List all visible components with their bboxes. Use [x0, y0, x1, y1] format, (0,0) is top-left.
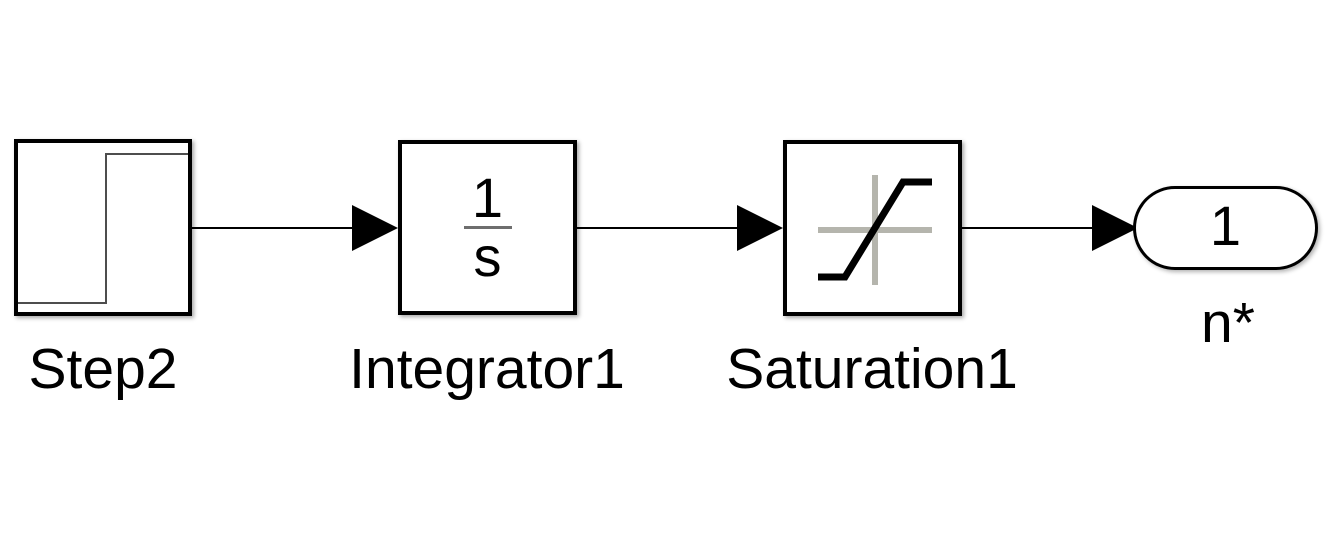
- block-saturation1[interactable]: [783, 140, 962, 316]
- block-integrator1[interactable]: 1 s: [398, 140, 577, 315]
- wire-line: [962, 227, 1102, 229]
- step-waveform-icon: [18, 153, 188, 304]
- block-label-outport[interactable]: n*: [1201, 291, 1255, 355]
- arrowhead-icon: [1092, 205, 1138, 251]
- block-label-step2[interactable]: Step2: [28, 337, 178, 401]
- block-label-saturation1[interactable]: Saturation1: [726, 337, 1018, 401]
- outport-block[interactable]: 1: [1133, 186, 1318, 270]
- arrowhead-icon: [737, 205, 783, 251]
- block-label-integrator1[interactable]: Integrator1: [349, 337, 625, 401]
- saturation-curve-icon: [818, 175, 932, 285]
- wire-line: [192, 227, 362, 229]
- wire-step-to-integrator[interactable]: [192, 205, 398, 251]
- fraction-bar: [463, 226, 512, 229]
- outport-number: 1: [1209, 194, 1242, 257]
- wire-integrator-to-saturation[interactable]: [577, 205, 783, 251]
- arrowhead-icon: [352, 205, 398, 251]
- integrator-numerator: 1: [471, 166, 504, 229]
- block-step2[interactable]: [14, 139, 192, 316]
- wire-line: [577, 227, 747, 229]
- integrator-denominator: s: [473, 225, 502, 288]
- wire-saturation-to-outport[interactable]: [962, 205, 1138, 251]
